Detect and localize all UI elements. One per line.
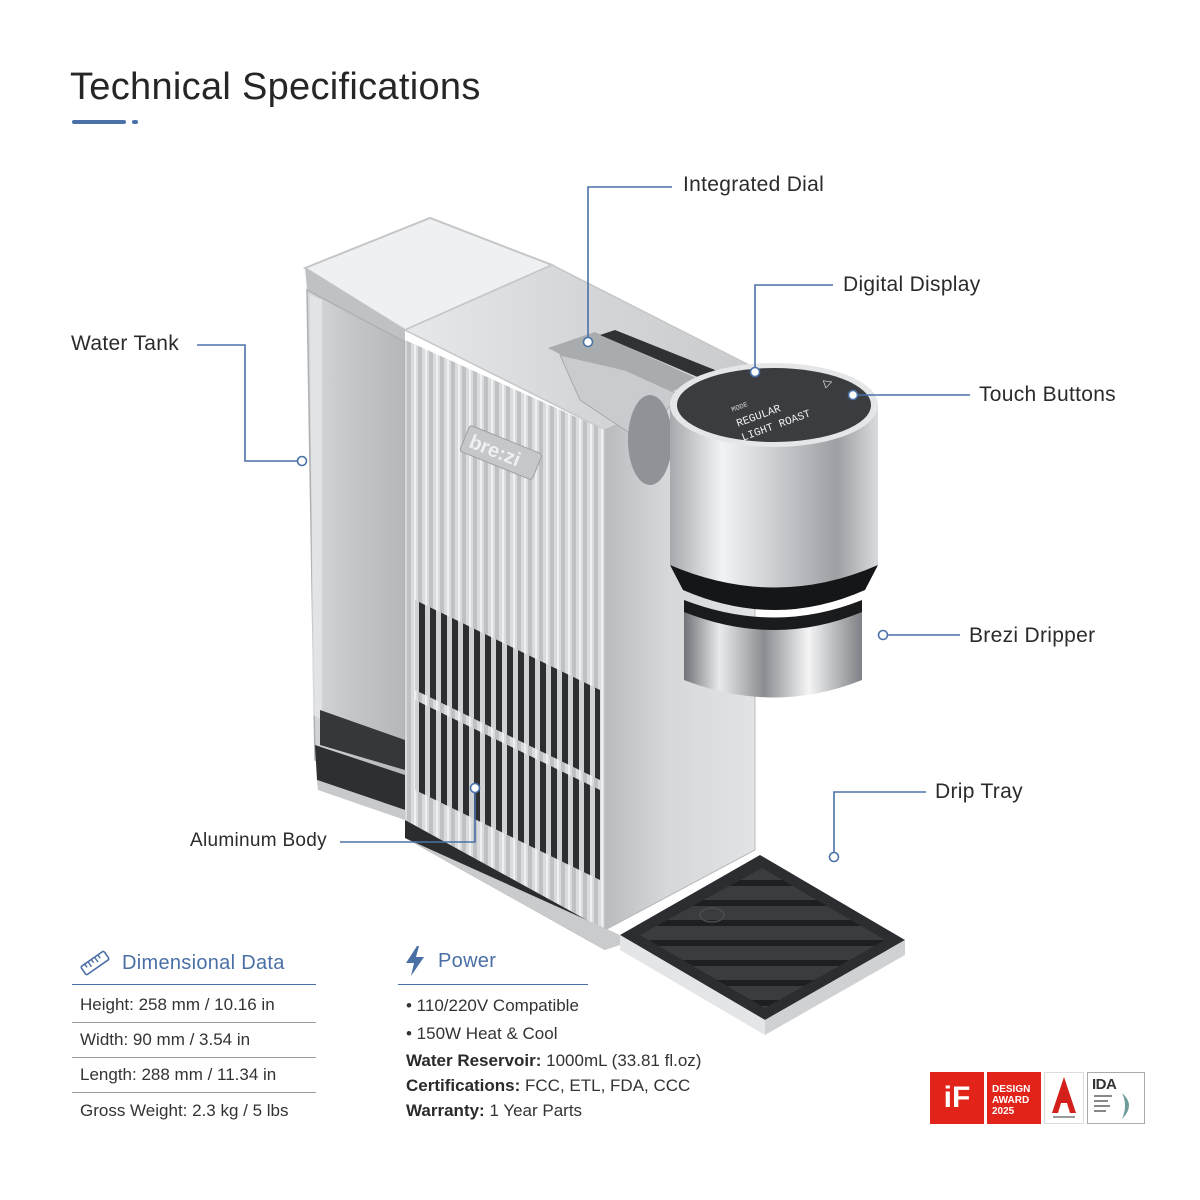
ida-award-mark-icon [1094, 1093, 1129, 1119]
title-underline-dot [132, 120, 138, 124]
label-digital-display: Digital Display [843, 273, 981, 296]
label-touch-buttons: Touch Buttons [979, 383, 1116, 406]
power-header: Power [404, 945, 496, 977]
power-bullet-voltage: • 110/220V Compatible [406, 996, 579, 1015]
a-design-award-icon [1052, 1077, 1076, 1118]
dimensional-data-title: Dimensional Data [122, 951, 285, 974]
dimension-row-weight: Gross Weight: 2.3 kg / 5 lbs [80, 1100, 289, 1120]
dimensional-data-rule [72, 984, 316, 985]
brezi-dripper [684, 600, 862, 698]
spec-warranty: Warranty: 1 Year Parts [406, 1101, 583, 1120]
page-title: Technical Specifications [70, 66, 481, 108]
if-design-award-logo: iF [930, 1072, 984, 1124]
power-bullet-wattage: • 150W Heat & Cool [406, 1024, 558, 1043]
dimensional-data-header: Dimensional Data [80, 948, 285, 978]
integrated-dial [670, 363, 878, 610]
power-title: Power [438, 949, 497, 972]
label-integrated-dial: Integrated Dial [683, 173, 825, 196]
spec-water-reservoir: Water Reservoir: 1000mL (33.81 fl.oz) [406, 1051, 702, 1070]
power-rule [398, 984, 588, 985]
label-water-tank: Water Tank [71, 332, 180, 355]
label-brezi-dripper: Brezi Dripper [969, 624, 1096, 647]
dimension-row-height: Height: 258 mm / 10.16 in [72, 988, 316, 1023]
spec-certifications: Certifications: FCC, ETL, FDA, CCC [406, 1076, 691, 1095]
lightning-bolt-icon [406, 946, 424, 976]
design-award-2025-badge: DESIGN AWARD 2025 [987, 1072, 1041, 1124]
title-underline [72, 120, 126, 124]
ruler-icon [80, 950, 110, 976]
a-design-award-logo [1044, 1072, 1084, 1124]
label-drip-tray: Drip Tray [935, 780, 1023, 803]
dimension-row-width: Width: 90 mm / 3.54 in [72, 1023, 316, 1058]
label-aluminum-body: Aluminum Body [190, 830, 327, 851]
dimension-row-length: Length: 288 mm / 11.34 in [72, 1058, 316, 1093]
ida-award-badge: IDA [1087, 1072, 1145, 1124]
dial-arm [559, 354, 681, 485]
drip-tray [620, 855, 905, 1035]
